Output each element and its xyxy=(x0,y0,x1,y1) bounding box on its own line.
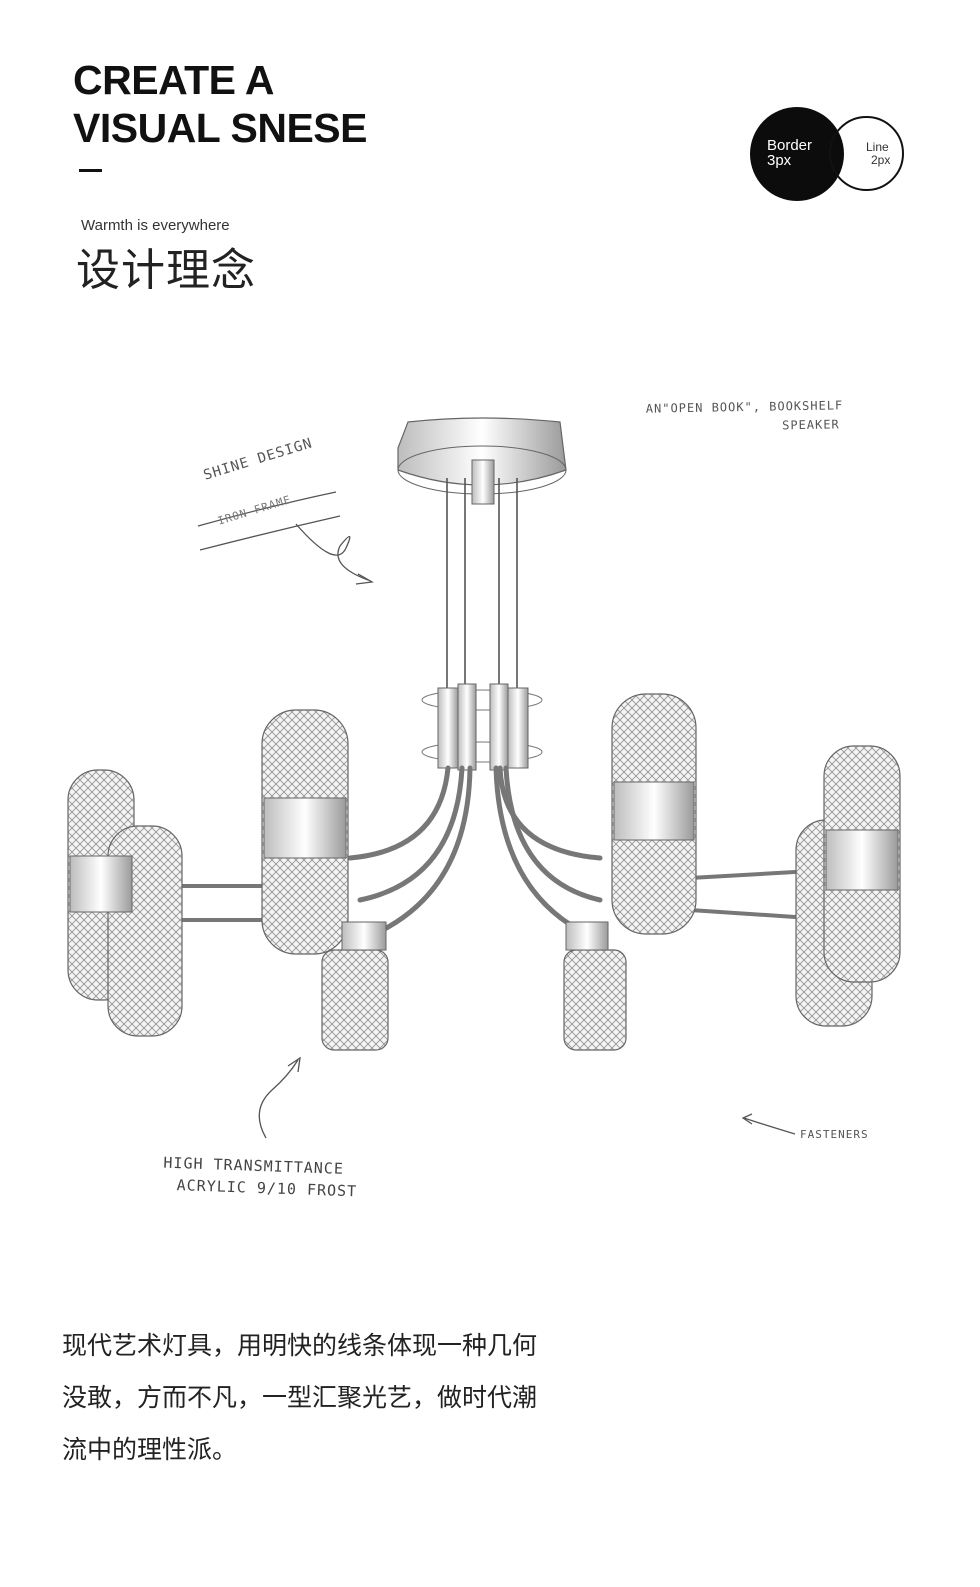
horizontal-rods xyxy=(130,868,831,922)
divider-dash xyxy=(79,169,102,172)
sketch-arrows xyxy=(197,491,796,1139)
border-badge-circle xyxy=(750,107,844,201)
line-badge-name: Line xyxy=(866,140,889,154)
annotation-fasteners: FASTENERS xyxy=(800,1128,869,1141)
chrome-arms xyxy=(347,765,603,943)
line-badge-label: Line 2px xyxy=(866,141,890,167)
shade-brackets xyxy=(69,781,899,951)
headline-line-2: VISUAL SNESE xyxy=(73,105,368,151)
design-description: 现代艺术灯具，用明快的线条体现一种几何 没敢，方而不凡，一型汇聚光艺，做时代潮 … xyxy=(62,1320,622,1476)
chandelier-illustration xyxy=(67,417,901,1139)
description-line-2: 没敢，方而不凡，一型汇聚光艺，做时代潮 xyxy=(62,1383,538,1412)
section-title-cn: 设计理念 xyxy=(76,245,256,296)
description-line-3: 流中的理性派。 xyxy=(62,1435,238,1464)
line-badge-value: 2px xyxy=(871,153,891,167)
tagline: Warmth is everywhere xyxy=(81,217,230,234)
description-line-1: 现代艺术灯具，用明快的线条体现一种几何 xyxy=(62,1331,538,1360)
headline: CREATE A VISUAL SNESE xyxy=(73,56,368,152)
center-hub xyxy=(421,683,543,771)
headline-line-1: CREATE A xyxy=(73,57,275,103)
annotation-open-book-line-2: SPEAKER xyxy=(782,417,840,433)
border-badge-value: 3px xyxy=(767,152,792,169)
annotation-open-book: AN"OPEN BOOK", BOOKSHELF SPEAKER xyxy=(646,396,844,437)
border-badge-label: Border 3px xyxy=(767,138,812,168)
annotation-acrylic: HIGH TRANSMITTANCE ACRYLIC 9/10 FROST xyxy=(162,1152,358,1203)
suspension-rods xyxy=(446,478,518,690)
border-badge-name: Border xyxy=(767,137,813,154)
ceiling-canopy xyxy=(397,417,567,505)
line-badge-circle xyxy=(829,116,904,191)
